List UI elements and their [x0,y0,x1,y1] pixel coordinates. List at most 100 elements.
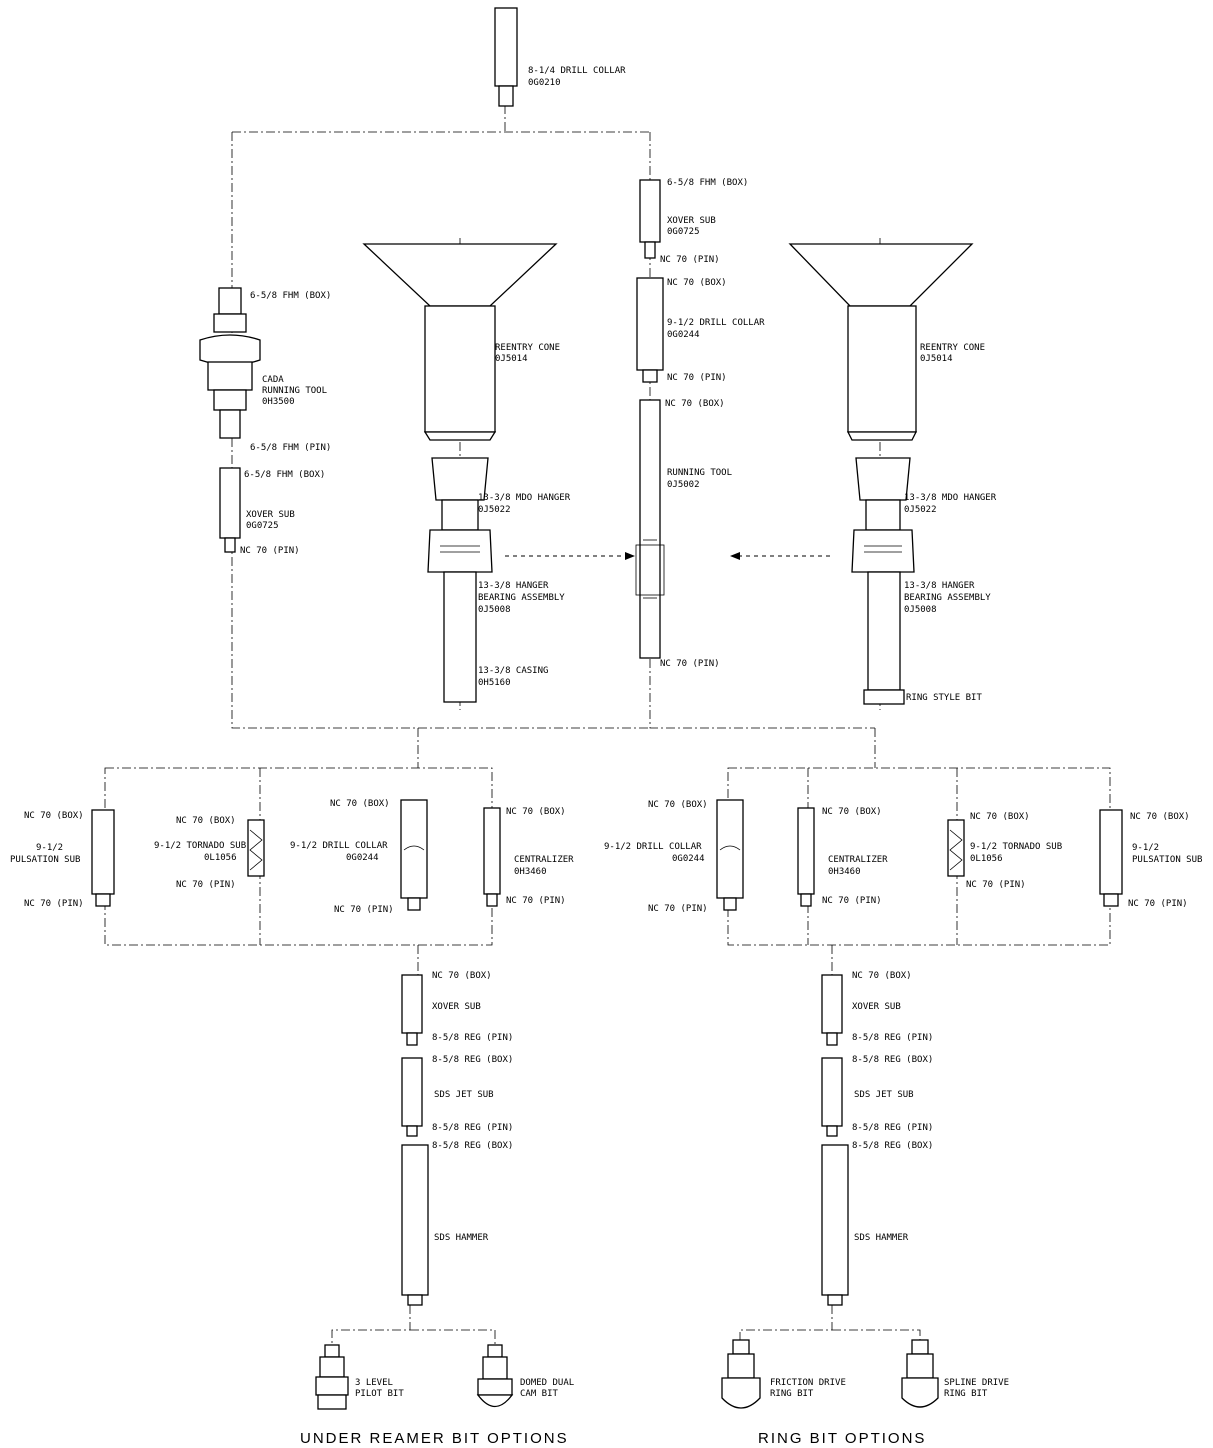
xover-left-label-2: 0G0725 [246,521,279,531]
opt-r-pulsation-box: NC 70 (BOX) [1130,812,1190,822]
drill-collar-8-label-2: 0G0210 [528,78,561,88]
transfer-arrows [505,552,830,560]
sds-jet-sub-lower-right [821,1057,843,1137]
xover-left-pin-label: NC 70 (PIN) [240,546,300,556]
pulsation-sub-left [91,809,115,907]
opt-l-pulsation-2: PULSATION SUB [10,855,80,865]
rt-center-pin-label: NC 70 (PIN) [660,659,720,669]
drill-collar-left-option [400,799,428,911]
friction-drive-ring-bit [721,1339,761,1409]
ll-hammer: SDS HAMMER [434,1233,489,1243]
ll-jet: SDS JET SUB [434,1090,494,1100]
rt-center-box-label: NC 70 (BOX) [665,399,725,409]
dc-center-box-label: NC 70 (BOX) [667,278,727,288]
ring-style-bit-assembly [863,571,905,705]
opt-l-dc-pin: NC 70 (PIN) [334,905,394,915]
opt-l-centralizer-2: 0H3460 [514,867,547,877]
reentry-cone-right-label-2: 0J5014 [920,354,953,364]
opt-r-pulsation-1: 9-1/2 [1132,843,1159,853]
hanger-bearing-right [851,529,915,573]
lr-hammer: SDS HAMMER [854,1233,909,1243]
drill-collar-right-option [716,799,744,911]
drill-collar-center [636,277,664,383]
reentry-cone-left-label-2: 0J5014 [495,354,528,364]
dc-center-label-1: 9-1/2 DRILL COLLAR [667,318,765,328]
opt-r-centralizer-pin: NC 70 (PIN) [822,896,882,906]
lr-bit2-2: RING BIT [944,1389,988,1399]
lr-bit1-2: RING BIT [770,1389,814,1399]
sds-hammer-lower-left [401,1144,429,1306]
tornado-sub-right [947,819,965,877]
mdo-hanger-left-label-1: 13-3/8 MDO HANGER [478,493,571,503]
opt-r-tornado-box: NC 70 (BOX) [970,812,1030,822]
reentry-cone-left [362,243,558,441]
hanger-bearing-left [427,529,493,573]
casing-left-label-2: 0H5160 [478,678,511,688]
opt-l-pulsation-box: NC 70 (BOX) [24,811,84,821]
ll-jet-box: 8-5/8 REG (BOX) [432,1055,513,1065]
opt-l-tornado-pin: NC 70 (PIN) [176,880,236,890]
lr-jet-box: 8-5/8 REG (BOX) [852,1055,933,1065]
hanger-bearing-right-label-2: BEARING ASSEMBLY [904,593,991,603]
ll-xover: XOVER SUB [432,1002,481,1012]
opt-l-pulsation-1: 9-1/2 [36,843,63,853]
opt-l-tornado-1: 9-1/2 TORNADO SUB [154,841,246,851]
mdo-hanger-right-label-1: 13-3/8 MDO HANGER [904,493,997,503]
mdo-hanger-right-label-2: 0J5022 [904,505,937,515]
lr-xover-pin: 8-5/8 REG (PIN) [852,1033,933,1043]
xover-sub-left [219,467,241,553]
xover-sub-lower-right [821,974,843,1046]
cada-label-1: CADA [262,375,284,385]
opt-l-pulsation-pin: NC 70 (PIN) [24,899,84,909]
lr-xover: XOVER SUB [852,1002,901,1012]
opt-r-pulsation-2: PULSATION SUB [1132,855,1202,865]
lr-xover-box: NC 70 (BOX) [852,971,912,981]
ll-xover-pin: 8-5/8 REG (PIN) [432,1033,513,1043]
opt-r-tornado-1: 9-1/2 TORNADO SUB [970,842,1062,852]
casing-left-label-1: 13-3/8 CASING [478,666,548,676]
opt-l-dc-2: 0G0244 [346,853,379,863]
opt-l-dc-box: NC 70 (BOX) [330,799,390,809]
hanger-bearing-right-label-1: 13-3/8 HANGER [904,581,975,591]
mdo-hanger-left-label-2: 0J5022 [478,505,511,515]
sds-jet-sub-lower-left [401,1057,423,1137]
ring-style-bit-label: RING STYLE BIT [906,693,982,703]
casing-left [443,571,477,703]
pilot-bit-3-level [315,1344,349,1410]
tornado-sub-left [247,819,265,877]
dc-center-pin-label: NC 70 (PIN) [667,373,727,383]
opt-l-centralizer-1: CENTRALIZER [514,855,574,865]
mdo-hanger-right [855,457,911,531]
centralizer-right [797,807,815,907]
ll-hammer-box: 8-5/8 REG (BOX) [432,1141,513,1151]
reentry-cone-left-label-1: REENTRY CONE [495,343,560,353]
xover-left-label-1: XOVER SUB [246,510,295,520]
lr-bit2-1: SPLINE DRIVE [944,1378,1009,1388]
ring-bit-title: RING BIT OPTIONS [758,1430,926,1447]
lr-jet-pin: 8-5/8 REG (PIN) [852,1123,933,1133]
sds-hammer-lower-right [821,1144,849,1306]
opt-l-centralizer-box: NC 70 (BOX) [506,807,566,817]
spline-drive-ring-bit [901,1339,939,1408]
hanger-bearing-left-label-2: BEARING ASSEMBLY [478,593,565,603]
opt-r-dc-pin: NC 70 (PIN) [648,904,708,914]
lr-hammer-box: 8-5/8 REG (BOX) [852,1141,933,1151]
ll-bit2-1: DOMED DUAL [520,1378,574,1388]
opt-r-centralizer-2: 0H3460 [828,867,861,877]
reentry-cone-right-label-1: REENTRY CONE [920,343,985,353]
ll-bit1-1: 3 LEVEL [355,1378,393,1388]
mdo-hanger-left [431,457,489,531]
cada-label-2: RUNNING TOOL [262,386,327,396]
opt-r-dc-2: 0G0244 [672,854,705,864]
dc-center-label-2: 0G0244 [667,330,700,340]
running-tool-center-label-2: 0J5002 [667,480,700,490]
hanger-bearing-right-label-3: 0J5008 [904,605,937,615]
lr-jet: SDS JET SUB [854,1090,914,1100]
opt-l-centralizer-pin: NC 70 (PIN) [506,896,566,906]
drill-collar-8-label-1: 8-1/4 DRILL COLLAR [528,66,626,76]
pulsation-sub-right [1099,809,1123,907]
opt-l-tornado-2: 0L1056 [204,853,237,863]
opt-r-dc-1: 9-1/2 DRILL COLLAR [604,842,702,852]
cada-label-3: 0H3500 [262,397,295,407]
opt-r-centralizer-box: NC 70 (BOX) [822,807,882,817]
